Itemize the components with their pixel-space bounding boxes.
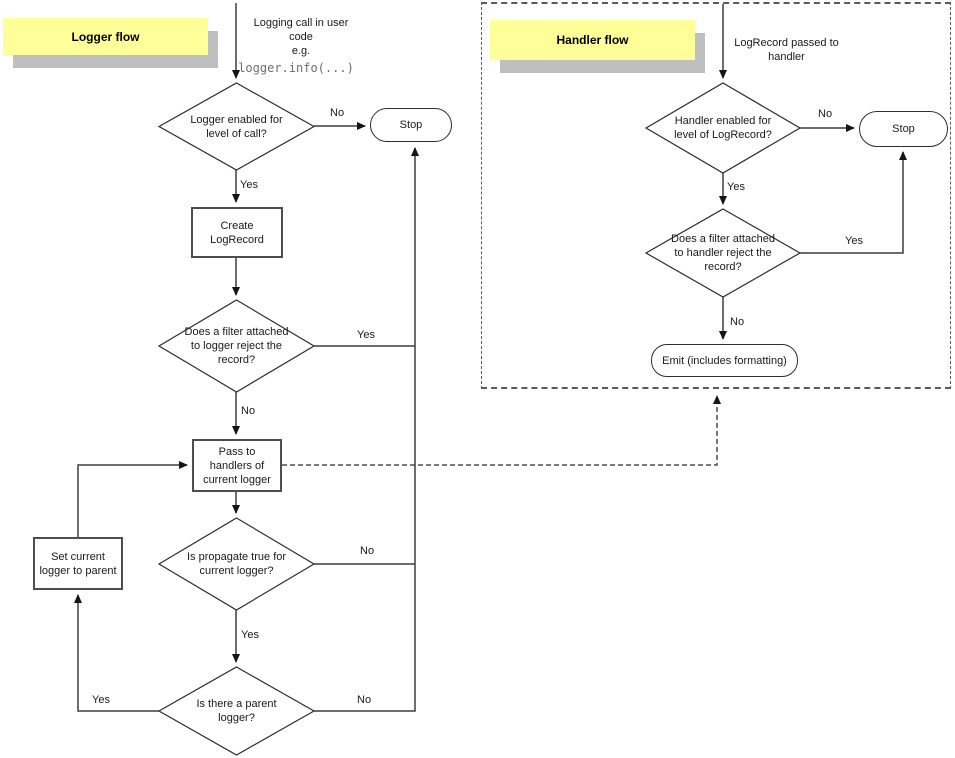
logger-filter-diamond-label: Does a filter attached to logger reject …	[184, 326, 289, 366]
edge-setparent-to-pass	[77, 461, 188, 537]
logger-enabled-diamond-label: Logger enabled for level of call?	[190, 114, 283, 140]
edge-label-yes: Yes	[240, 179, 258, 191]
edge-label-yes: Yes	[845, 235, 863, 247]
set-current-logger-box: Set current logger to parent	[33, 537, 123, 590]
logger-stop-node: Stop	[370, 108, 452, 142]
edge-label-yes: Yes	[357, 329, 375, 341]
parent-logger-diamond-label: Is there a parent logger?	[196, 698, 277, 724]
handler-filter-diamond-label: Does a filter attached to handler reject…	[671, 233, 775, 273]
emit-node: Emit (includes formatting)	[651, 344, 798, 377]
edge-parent-no-to-stop	[314, 147, 419, 712]
logger-enabled-diamond	[157, 82, 316, 171]
handler-enabled-diamond-label: Handler enabled for level of LogRecord?	[674, 115, 772, 141]
parent-logger-diamond	[157, 666, 316, 756]
logger-filter-diamond	[157, 299, 316, 393]
propagate-diamond	[157, 517, 316, 611]
edge-pass-to-handler-flow-dashed	[282, 395, 721, 466]
propagate-diamond-label: Is propagate true for current logger?	[186, 551, 287, 577]
edge-label-no: No	[730, 316, 745, 328]
edge-label-no: No	[241, 405, 256, 417]
handler-stop-node: Stop	[859, 111, 948, 147]
edge-label-no: No	[360, 545, 375, 557]
edge-label-no: No	[818, 108, 833, 120]
edge-handler-filter-yes	[800, 151, 907, 254]
pass-to-handlers-box: Pass to handlers of current logger	[192, 439, 282, 492]
edge-label-yes: Yes	[92, 694, 110, 706]
edge-parent-yes	[74, 594, 159, 712]
logger-entry-label: Logging call in user code e.g.	[253, 17, 349, 57]
edge-label-yes: Yes	[241, 629, 259, 641]
logger-entry-code: logger.info(...)	[238, 61, 354, 75]
create-logrecord-box: Create LogRecord	[191, 207, 283, 258]
logger-flow-note: Logger flow	[3, 18, 208, 55]
handler-flow-frame	[481, 2, 951, 389]
handler-flow-note: Handler flow	[490, 20, 695, 60]
handler-filter-diamond	[644, 208, 802, 298]
edge-label-no: No	[330, 107, 345, 119]
handler-enabled-diamond	[644, 82, 802, 174]
handler-entry-label: LogRecord passed to handler	[734, 37, 839, 63]
edge-label-yes: Yes	[727, 181, 745, 193]
edge-label-no: No	[357, 694, 372, 706]
